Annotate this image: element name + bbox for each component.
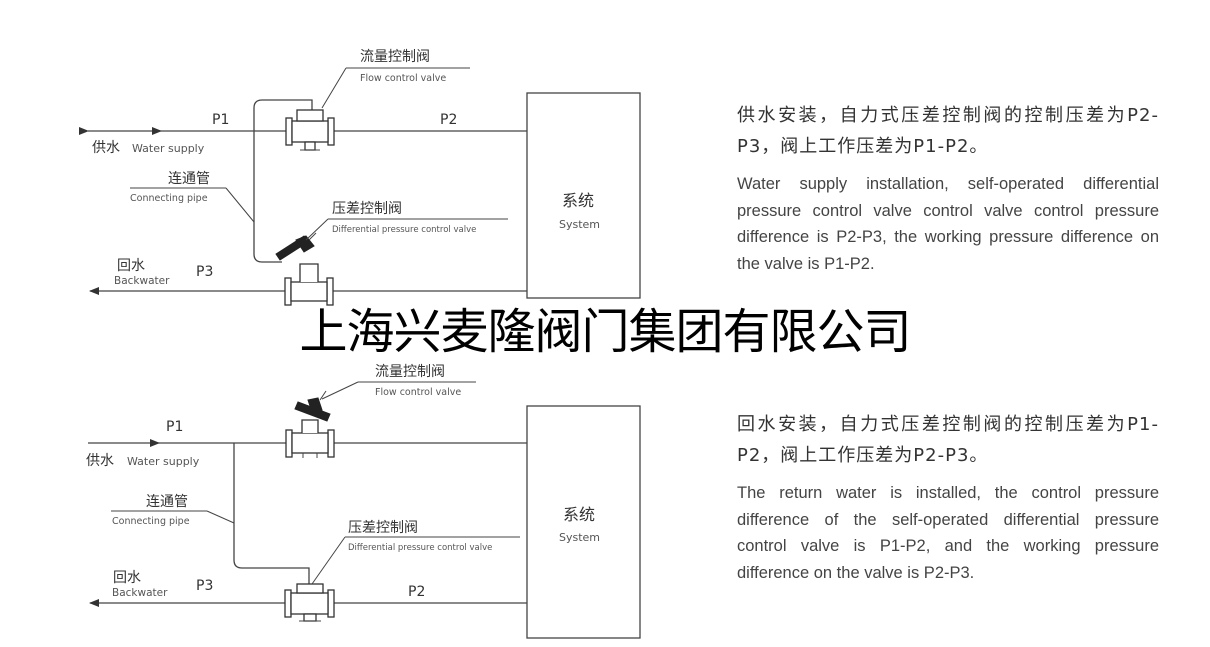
- bottom-diff-valve-cn: 压差控制阀: [348, 520, 418, 536]
- bottom-connecting-cn: 连通管: [146, 494, 188, 510]
- bottom-diff-pressure-valve: [284, 583, 335, 622]
- top-description: 供水安装，自力式压差控制阀的控制压差为P2-P3，阀上工作压差为P1-P2。 W…: [737, 100, 1159, 277]
- top-description-en: Water supply installation, self-operated…: [737, 175, 1159, 273]
- top-p2: P2: [440, 112, 457, 128]
- bottom-system-en: System: [559, 531, 600, 544]
- top-flow-valve-en: Flow control valve: [360, 73, 446, 84]
- top-diff-pressure-valve: [275, 232, 334, 306]
- top-flow-valve-cn: 流量控制阀: [360, 49, 430, 65]
- top-p3: P3: [196, 264, 213, 280]
- top-supply-arrow: [152, 127, 162, 135]
- company-watermark: 上海兴麦隆阀门集团有限公司: [299, 304, 911, 360]
- top-connecting-cn: 连通管: [168, 171, 210, 187]
- top-diff-valve-en: Differential pressure control valve: [332, 225, 476, 235]
- bottom-back-en: Backwater: [112, 587, 168, 599]
- top-system-en: System: [559, 218, 600, 231]
- top-back-cn: 回水: [117, 258, 145, 274]
- bottom-p3: P3: [196, 578, 213, 594]
- bottom-connecting-en: Connecting pipe: [112, 516, 190, 527]
- bottom-supply-cn: 供水: [86, 453, 114, 469]
- bottom-description: 回水安装，自力式压差控制阀的控制压差为P1-P2，阀上工作压差为P2-P3。 T…: [737, 409, 1159, 586]
- bottom-diff-valve-en: Differential pressure control valve: [348, 543, 492, 553]
- bottom-system-cn: 系统: [563, 505, 595, 524]
- bottom-description-cn: 回水安装，自力式压差控制阀的控制压差为P1-P2，阀上工作压差为P2-P3。: [737, 414, 1159, 466]
- top-diagram: 流量控制阀 Flow control valve P1 P2 P3 供水 Wat…: [79, 49, 641, 306]
- top-supply-en: Water supply: [132, 142, 205, 155]
- bottom-system-box: [526, 405, 641, 639]
- top-diff-valve-cn: 压差控制阀: [332, 201, 402, 217]
- bottom-p1: P1: [166, 419, 183, 435]
- top-flow-control-valve: [285, 109, 335, 151]
- top-connecting-en: Connecting pipe: [130, 193, 208, 204]
- bottom-p2: P2: [408, 584, 425, 600]
- top-connecting-pipe: [253, 99, 313, 263]
- bottom-connecting-pipe: [233, 443, 310, 584]
- top-description-cn: 供水安装，自力式压差控制阀的控制压差为P2-P3，阀上工作压差为P1-P2。: [737, 105, 1159, 157]
- top-supply-cn: 供水: [92, 140, 120, 156]
- bottom-back-cn: 回水: [113, 570, 141, 586]
- top-system-box: [526, 92, 641, 299]
- bottom-description-en: The return water is installed, the contr…: [737, 484, 1159, 582]
- top-p1: P1: [212, 112, 229, 128]
- top-system-cn: 系统: [562, 191, 594, 210]
- bottom-diagram: 流量控制阀 Flow control valve P1 P2 P3 供水 Wat…: [86, 364, 641, 639]
- bottom-flow-control-valve: [285, 390, 335, 458]
- top-back-en: Backwater: [114, 275, 170, 287]
- bottom-supply-arrow: [150, 439, 160, 447]
- bottom-flow-valve-cn: 流量控制阀: [375, 364, 445, 380]
- bottom-flow-valve-en: Flow control valve: [375, 387, 461, 398]
- bottom-supply-en: Water supply: [127, 455, 200, 468]
